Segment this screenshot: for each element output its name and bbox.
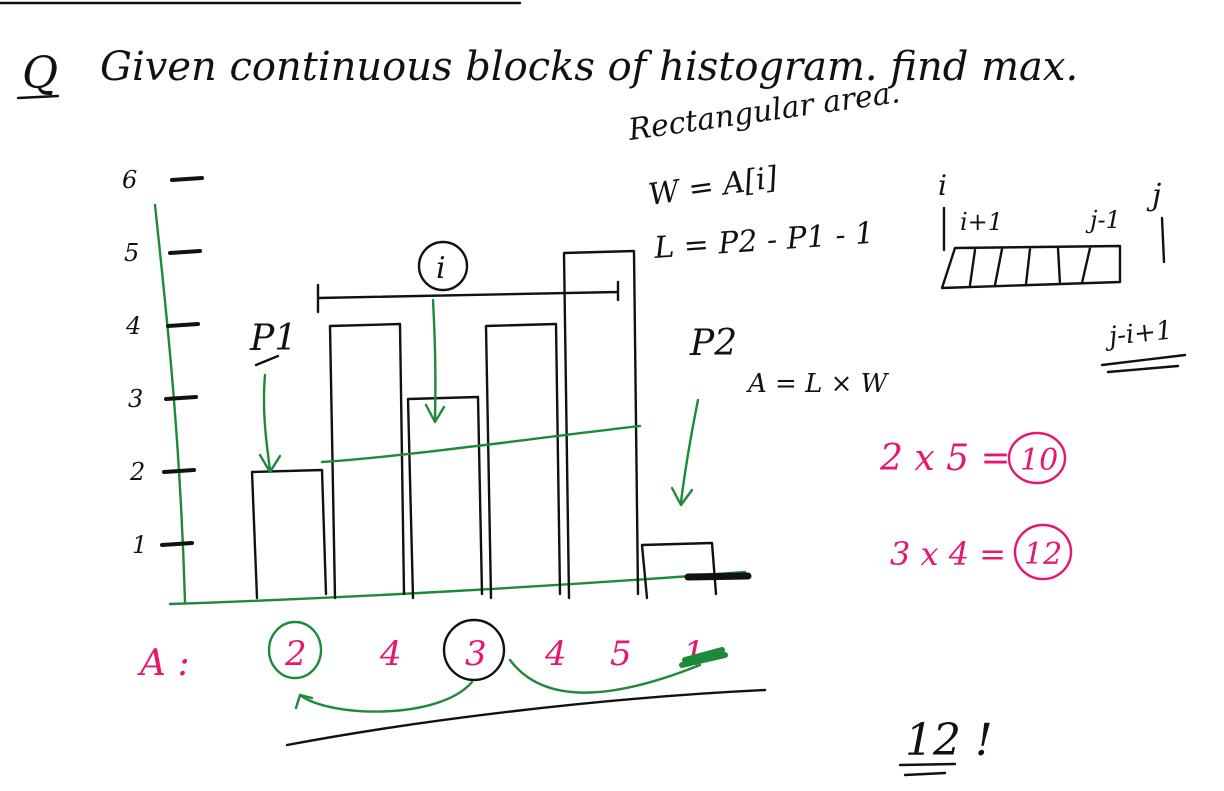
y-tick-mark [164, 395, 198, 401]
array-value: 5 [610, 634, 632, 674]
side-length-formula: j-i+1 [1103, 315, 1174, 352]
formula-area: A = L × W [746, 369, 890, 399]
final-answer: 12 ! [905, 715, 993, 766]
side-j: j [1146, 178, 1161, 213]
y-tick-mark [170, 176, 204, 182]
array-prefix: A : [137, 643, 190, 684]
result-1: 10 [1020, 443, 1058, 478]
y-tick-label: 6 [122, 166, 137, 194]
span-bracket [316, 280, 620, 314]
formula-length: L = P2 - P1 - 1 [652, 216, 875, 266]
array-value: 4 [544, 634, 567, 674]
circle-value-2 [267, 620, 323, 680]
histogram-bar [250, 468, 328, 600]
question-marker-underline [16, 94, 60, 100]
i-circle [417, 240, 469, 292]
x-axis [168, 570, 747, 606]
i-down-arrow [424, 298, 446, 424]
i-circle-label: i [436, 251, 446, 286]
result-2-circle [1013, 523, 1073, 581]
y-axis-ticks: 1 2 3 4 5 6 [122, 166, 204, 559]
side-array-boxes [940, 244, 1122, 290]
y-tick-mark [168, 249, 202, 255]
final-answer-underline [898, 762, 957, 777]
question-line-1: Given continuous blocks of histogram. fi… [100, 44, 1078, 90]
histogram-bars [250, 249, 718, 600]
p1-label: P1 [249, 318, 297, 359]
value-1-scribble [679, 647, 728, 668]
array-underline [285, 688, 767, 747]
y-tick-mark [162, 468, 196, 474]
y-tick-label: 1 [132, 531, 147, 559]
right-curve-arrow [508, 658, 702, 694]
y-axis [153, 203, 187, 604]
side-i-plus-1: i+1 [960, 208, 1003, 236]
array-value: 3 [465, 634, 487, 674]
formula-width: W = A[i] [646, 160, 780, 213]
histogram-bar [406, 395, 484, 600]
p2-label: P2 [689, 323, 737, 364]
side-i: i [938, 169, 947, 202]
y-tick-mark [160, 541, 194, 547]
p1-underline [254, 354, 280, 367]
circle-value-3 [442, 618, 506, 682]
height-line [320, 424, 642, 464]
y-tick-label: 5 [124, 239, 139, 267]
histogram-bar [562, 249, 640, 600]
left-curve-arrow [294, 680, 474, 713]
side-j-minus-1: j-1 [1085, 206, 1121, 234]
result-2: 12 [1024, 537, 1062, 572]
y-tick-mark [166, 322, 200, 328]
side-vertical-marks [942, 206, 1166, 264]
calc-2: 3 x 4 = [890, 535, 1006, 573]
y-tick-label: 3 [128, 385, 143, 413]
histogram-bar [484, 322, 562, 600]
y-tick-label: 2 [129, 458, 145, 486]
array-value: 2 [284, 634, 307, 674]
calc-1: 2 x 5 = [879, 438, 1011, 479]
array-value: 4 [379, 634, 402, 674]
y-tick-label: 4 [125, 312, 141, 340]
p2-down-arrow [670, 398, 700, 507]
question-marker: Q [22, 48, 58, 99]
p1-down-arrow [258, 373, 282, 474]
result-1-circle [1007, 431, 1067, 485]
side-formula-underline [1100, 353, 1187, 374]
last-bar-mark [684, 572, 752, 581]
histogram-bar [640, 541, 718, 600]
